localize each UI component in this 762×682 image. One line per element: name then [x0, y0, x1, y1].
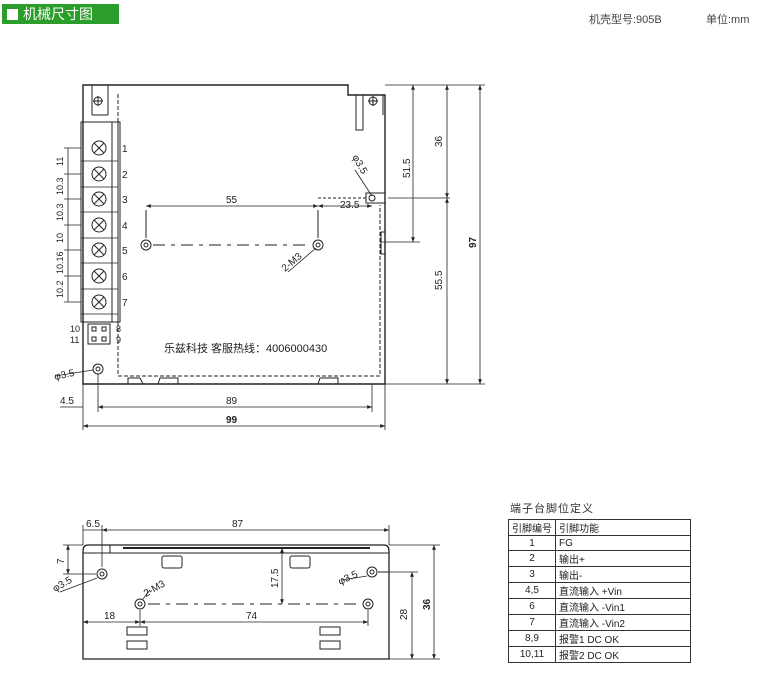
side-dim-28: 28: [399, 608, 410, 620]
dim-36: 36: [434, 135, 445, 147]
terminal-number-1: 1: [122, 144, 128, 155]
dim-23-5: 23.5: [340, 200, 360, 211]
side-dim-7: 7: [56, 558, 67, 564]
case-model: 机壳型号:905B: [589, 14, 662, 26]
side-dim-36: 36: [422, 598, 433, 610]
unit-label: 单位:mm: [706, 14, 750, 26]
dim-89: 89: [226, 396, 238, 407]
pin-table-title: 端子台脚位定义: [510, 503, 594, 515]
pitch-label-3: 10.3: [55, 203, 65, 221]
aux-connector: [87, 323, 111, 345]
dim-4-5: 4.5: [60, 396, 74, 407]
m3-hole-right: [312, 239, 324, 251]
func-cell: FG: [555, 535, 691, 551]
section-header: 机械尺寸图: [2, 4, 119, 24]
func-cell: 报警2 DC OK: [555, 646, 691, 663]
side-right-mount-hole: [366, 566, 378, 578]
side-dim-6-5: 6.5: [86, 519, 100, 530]
side-thread-label: 2-M3: [142, 578, 168, 599]
pin-cell: 3: [508, 566, 556, 583]
pitch-label-5: 10.16: [55, 251, 65, 274]
side-phi-right: φ3.5: [337, 569, 361, 588]
func-cell: 输出+: [555, 550, 691, 567]
dim-55: 55: [226, 195, 238, 206]
side-dimensions: [59, 525, 440, 660]
terminal-number-6: 6: [122, 272, 128, 283]
hole-phi-bottom-left: φ3.5: [53, 368, 76, 383]
square-icon: [7, 9, 18, 20]
side-m3-hole-left: [134, 598, 146, 610]
dim-99: 99: [226, 415, 238, 426]
bottom-left-mount-hole: [92, 363, 104, 375]
func-cell: 输出-: [555, 566, 691, 583]
terminal-number-7: 7: [122, 298, 128, 309]
terminal-number-4: 4: [122, 221, 128, 232]
right-notch-hole: [368, 194, 376, 202]
func-cell: 报警1 DC OK: [555, 630, 691, 647]
hole-phi-top-right: φ3.5: [349, 153, 369, 177]
dim-51-5: 51.5: [402, 158, 413, 178]
top-view: [80, 84, 386, 385]
col-header-function: 引脚功能: [555, 519, 691, 536]
func-cell: 直流输入 -Vin1: [555, 598, 691, 615]
pin-cell: 7: [508, 614, 556, 631]
terminal-number-3: 3: [122, 195, 128, 206]
thread-label-top: 2-M3: [280, 251, 305, 274]
terminal-number-5: 5: [122, 246, 128, 257]
func-cell: 直流输入 +Vin: [555, 582, 691, 599]
table-header-row: 引脚编号 引脚功能: [508, 519, 691, 536]
pin-cell: 4,5: [508, 582, 556, 599]
top-case-outline: [82, 84, 386, 385]
section-title: 机械尺寸图: [23, 6, 93, 22]
hotline-text: 乐兹科技 客服热线：4006000430: [164, 341, 327, 355]
terminal-block: [80, 121, 119, 323]
aux-pin-9: 9: [116, 335, 121, 345]
pitch-label-4: 10: [55, 233, 65, 243]
pin-cell: 1: [508, 535, 556, 551]
side-case-outline: [82, 544, 390, 660]
side-phi-left: φ3.5: [51, 575, 75, 595]
terminal-number-2: 2: [122, 170, 128, 181]
side-left-mount-hole: [96, 568, 108, 580]
top-case-inner: [117, 94, 381, 377]
side-dim-17-5: 17.5: [270, 568, 281, 588]
top-dimensions: [54, 84, 485, 430]
col-header-pin: 引脚编号: [508, 519, 556, 536]
dim-55-5: 55.5: [434, 270, 445, 290]
pin-cell: 6: [508, 598, 556, 615]
side-m3-hole-right: [362, 598, 374, 610]
pitch-label-6: 10.2: [55, 280, 65, 298]
pitch-label-1: 11: [55, 157, 65, 166]
side-dim-18: 18: [104, 611, 116, 622]
pin-cell: 8,9: [508, 630, 556, 647]
pitch-label-2: 10.3: [55, 177, 65, 195]
aux-pin-11: 11: [70, 335, 79, 345]
func-cell: 直流输入 -Vin2: [555, 614, 691, 631]
side-dim-74: 74: [246, 611, 258, 622]
terminal-screws: [91, 140, 107, 310]
side-dim-87: 87: [232, 519, 244, 530]
aux-pin-10: 10: [70, 324, 80, 334]
m3-hole-left: [140, 239, 152, 251]
side-view: [82, 544, 390, 660]
pin-cell: 10,11: [508, 646, 556, 663]
aux-pin-8: 8: [116, 324, 121, 334]
pin-cell: 2: [508, 550, 556, 567]
dim-97: 97: [468, 236, 479, 248]
